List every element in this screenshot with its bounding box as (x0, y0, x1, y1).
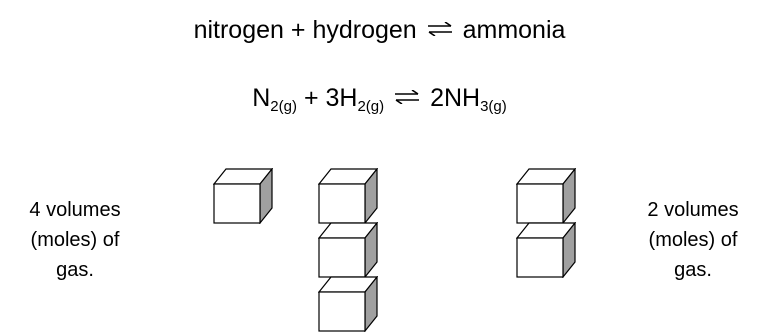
product-ammonia: ammonia (462, 16, 566, 44)
reactant-hydrogen: hydrogen (312, 16, 417, 44)
reactant-volume-label: 4 volumes (moles) of gas. (0, 195, 150, 285)
hydrogen-volume-cube-icon (318, 276, 378, 332)
formula-nh: 2NH (430, 84, 481, 112)
reactant-volume-line1: 4 volumes (29, 199, 121, 221)
hydrogen-volume-cube-icon (318, 168, 378, 224)
plus-sign: + (290, 16, 306, 44)
formula-n: N (252, 84, 271, 112)
equilibrium-arrow-icon (427, 22, 452, 37)
word-equation: nitrogen + hydrogen ammonia (0, 15, 759, 45)
formula-nh-subscript: 3(g) (480, 98, 507, 115)
formula-n-subscript: 2(g) (270, 98, 297, 115)
nitrogen-volume-cube-icon (213, 168, 273, 224)
ammonia-volume-cube-icon (516, 222, 576, 278)
symbol-equation: N2(g) + 3H2(g) 2NH3(g) (0, 83, 759, 122)
formula-h-subscript: 2(g) (357, 98, 385, 115)
reactant-volume-line2: (moles) of (30, 229, 120, 251)
product-volume-line3: gas. (674, 259, 712, 281)
plus-sign: + (303, 84, 319, 112)
ammonia-volume-cube-icon (516, 168, 576, 224)
reactant-volume-line3: gas. (56, 259, 94, 281)
product-volume-line1: 2 volumes (647, 199, 739, 221)
product-volume-label: 2 volumes (moles) of gas. (618, 195, 759, 285)
equilibrium-arrow-icon (395, 90, 420, 105)
formula-h: 3H (325, 84, 358, 112)
hydrogen-volume-cube-icon (318, 222, 378, 278)
reactant-nitrogen: nitrogen (193, 16, 284, 44)
product-volume-line2: (moles) of (648, 229, 738, 251)
